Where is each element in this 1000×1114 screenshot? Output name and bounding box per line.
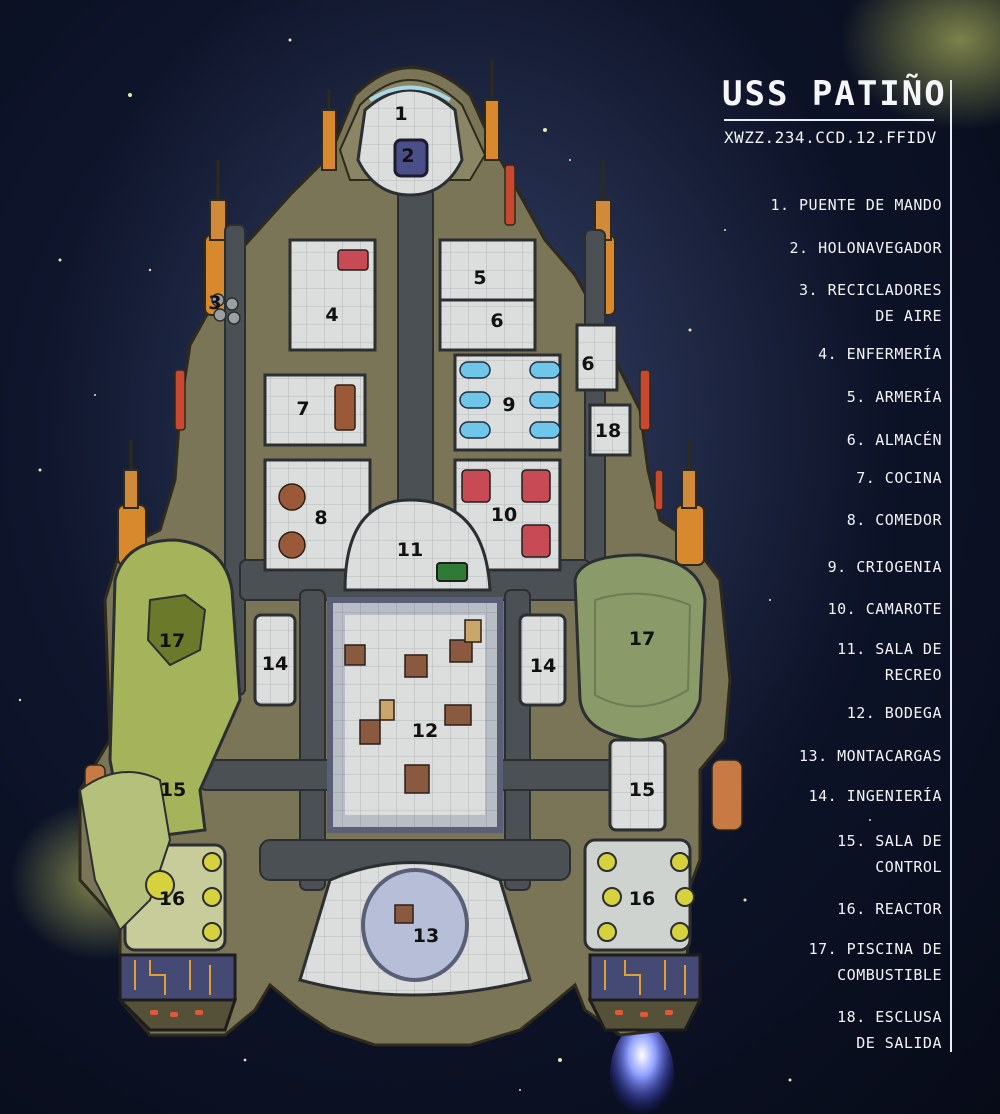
legend-item-2: 2. HOLONAVEGADOR <box>789 239 942 257</box>
room-label-12: 12 <box>412 720 438 742</box>
room-label-6: 6 <box>581 353 594 375</box>
room-label-15: 15 <box>629 779 655 801</box>
legend-item-4: 4. ENFERMERÍA <box>818 345 942 363</box>
reactor-units <box>145 852 695 942</box>
legend-item-10: 10. CAMAROTE <box>827 600 942 618</box>
bunk-beds <box>337 249 551 558</box>
ship-title: USS PATIÑO <box>722 74 947 114</box>
pool-table <box>436 562 468 582</box>
room-label-9: 9 <box>502 394 515 416</box>
title-underline <box>724 119 934 121</box>
stars <box>18 38 871 1091</box>
room-airlock <box>588 403 632 457</box>
legend-item-1: 1. PUENTE DE MANDO <box>770 196 942 214</box>
room-infirmary <box>288 238 377 352</box>
legend-item-12: 12. BODEGA <box>846 704 942 722</box>
engine-circuits <box>134 960 686 995</box>
legend-item-9: 9. CRIOGENIA <box>827 558 942 576</box>
cryo-pods <box>459 361 561 439</box>
cargo-crates <box>344 619 482 924</box>
room-label-17: 17 <box>629 628 655 650</box>
air-recyclers <box>211 293 241 325</box>
room-label-11: 11 <box>397 539 423 561</box>
legend-item-7: 7. COCINA <box>856 469 942 487</box>
legend-item-14: 14. INGENIERÍA <box>808 787 942 805</box>
engine-blocks <box>116 953 703 1032</box>
room-label-8: 8 <box>314 507 327 529</box>
room-label-1: 1 <box>394 103 407 125</box>
room-label-10: 10 <box>491 504 517 526</box>
legend-item-16: 16. REACTOR <box>837 900 942 918</box>
room-engineering-left <box>253 613 297 707</box>
ship-registry-code: XWZZ.234.CCD.12.FFIDV <box>724 128 937 147</box>
legend-item-5: 5. ARMERÍA <box>846 388 942 406</box>
room-label-4: 4 <box>325 304 338 326</box>
legend-item-13: 13. MONTACARGAS <box>799 747 942 765</box>
room-label-13: 13 <box>413 925 439 947</box>
star-glow <box>840 0 1000 130</box>
room-label-5: 5 <box>473 267 486 289</box>
thruster-flame <box>610 1025 674 1114</box>
legend-divider <box>950 80 952 1052</box>
room-storage-side <box>575 323 619 392</box>
room-label-18: 18 <box>595 420 621 442</box>
room-label-14: 14 <box>530 655 556 677</box>
room-label-6: 6 <box>490 310 503 332</box>
fuel-pool-left <box>108 538 242 842</box>
room-label-17: 17 <box>159 630 185 652</box>
room-label-7: 7 <box>296 398 309 420</box>
dining-tables <box>278 384 356 559</box>
room-label-3: 3 <box>208 292 221 314</box>
room-label-16: 16 <box>629 888 655 910</box>
legend-item-8: 8. COMEDOR <box>846 511 942 529</box>
room-storage <box>438 298 537 352</box>
room-label-15: 15 <box>160 779 186 801</box>
engine-vents <box>150 1010 673 1017</box>
legend-item-6: 6. ALMACÉN <box>846 431 942 449</box>
room-label-16: 16 <box>159 888 185 910</box>
fuel-pool-right <box>573 553 707 742</box>
room-label-2: 2 <box>401 145 414 167</box>
holonavigator-console <box>393 138 429 178</box>
room-armory <box>438 238 537 302</box>
room-label-14: 14 <box>262 653 288 675</box>
room-engineering-right <box>518 613 567 707</box>
